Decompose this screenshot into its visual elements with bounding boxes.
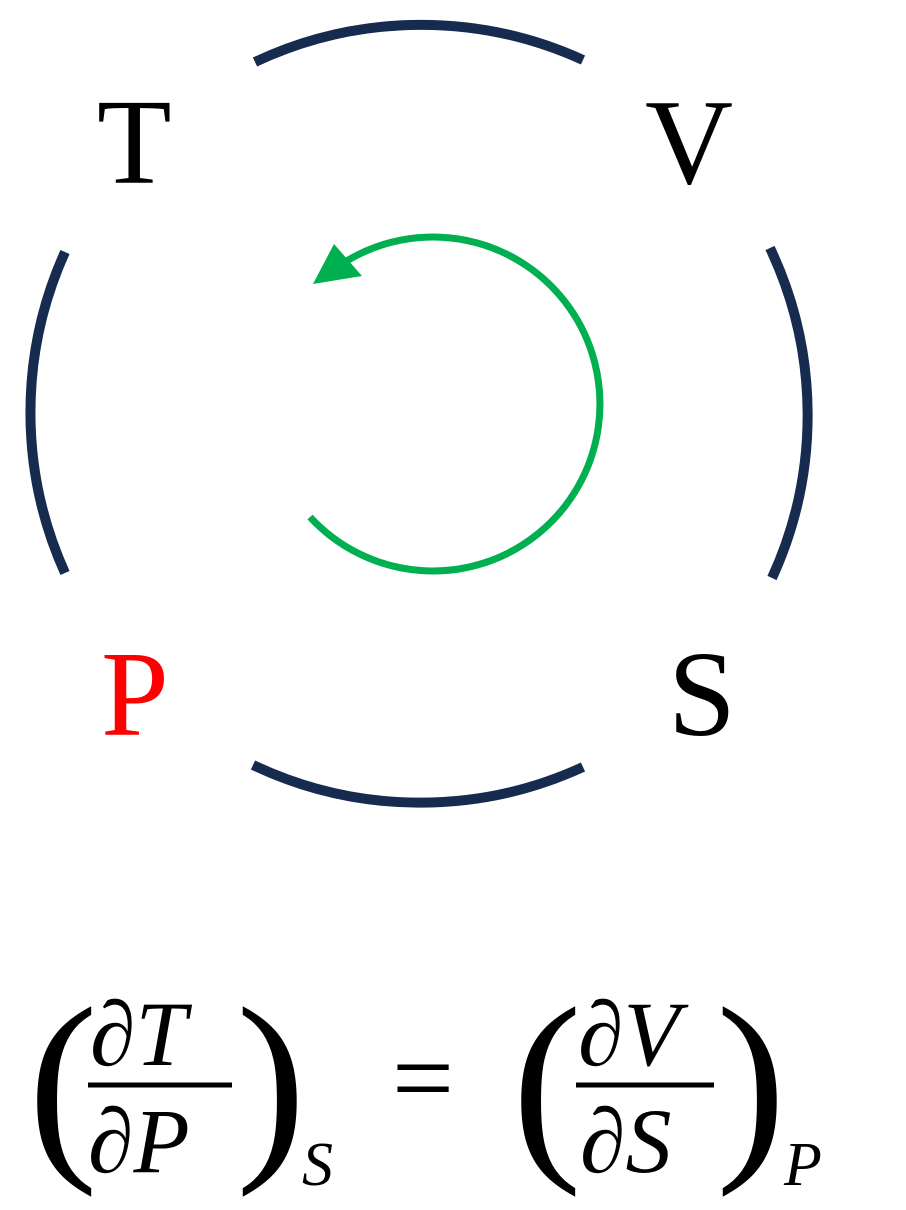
equals-sign: =	[392, 1017, 454, 1139]
ring-arc-right	[765, 245, 813, 581]
ring-arc-bottom	[250, 760, 586, 808]
label-P: P	[101, 627, 169, 762]
maxwell-equation: ( ∂T ∂P ) S = ( ∂V ∂S ) P	[28, 966, 822, 1199]
label-V: V	[645, 75, 733, 210]
ring-arc-left	[25, 249, 70, 576]
cycle-arrow-icon	[307, 233, 604, 575]
close-paren-left: )	[236, 966, 306, 1198]
right-subscript: P	[783, 1131, 822, 1199]
right-numerator: ∂V	[578, 983, 689, 1085]
open-paren-left: (	[28, 966, 98, 1198]
open-paren-right: (	[512, 966, 582, 1198]
label-T: T	[97, 75, 172, 210]
left-numerator: ∂T	[90, 983, 192, 1085]
close-paren-right: )	[716, 966, 786, 1198]
right-denominator: ∂S	[580, 1090, 671, 1192]
ring-arc-top	[252, 19, 586, 67]
left-subscript: S	[302, 1131, 333, 1199]
label-S: S	[668, 627, 736, 762]
left-denominator: ∂P	[88, 1090, 190, 1192]
